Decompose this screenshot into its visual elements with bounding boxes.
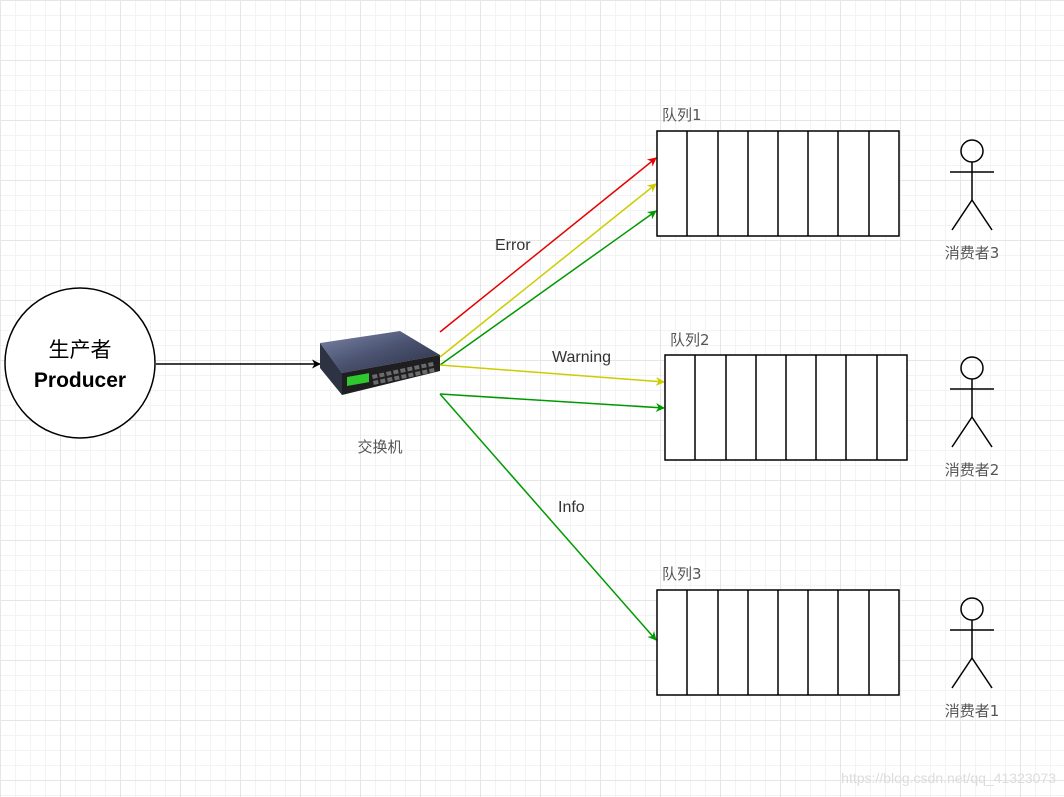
route-label-error: Error bbox=[495, 237, 531, 254]
watermark: https://blog.csdn.net/qq_41323073 bbox=[841, 770, 1056, 786]
routing-arrows bbox=[440, 158, 664, 640]
producer-circle bbox=[5, 288, 155, 438]
consumer-1: 消费者1 bbox=[945, 598, 1000, 720]
route-label-warning: Warning bbox=[552, 349, 611, 366]
queue-1-label: 队列1 bbox=[662, 106, 702, 124]
queue-1: 队列1 bbox=[657, 106, 899, 236]
arrow-info-to-queue1 bbox=[440, 211, 656, 365]
arrow-info-to-queue3 bbox=[440, 394, 656, 640]
consumer-3-figure-icon bbox=[950, 140, 994, 230]
consumer-1-figure-icon bbox=[950, 598, 994, 688]
arrow-warning-to-queue1 bbox=[440, 184, 656, 357]
route-label-info: Info bbox=[558, 499, 585, 516]
exchange-switch: 交换机 bbox=[320, 331, 440, 456]
consumer-1-label: 消费者1 bbox=[945, 702, 1000, 720]
queue-2-label: 队列2 bbox=[670, 331, 710, 349]
queue-3-label: 队列3 bbox=[662, 565, 702, 583]
queue-3: 队列3 bbox=[657, 565, 899, 695]
consumer-2: 消费者2 bbox=[945, 357, 1000, 479]
consumer-2-figure-icon bbox=[950, 357, 994, 447]
consumer-2-label: 消费者2 bbox=[945, 461, 1000, 479]
arrow-error-to-queue1 bbox=[440, 158, 656, 332]
producer-node: 生产者 Producer bbox=[5, 288, 155, 438]
consumer-3-label: 消费者3 bbox=[945, 244, 1000, 262]
arrow-info-to-queue2 bbox=[440, 394, 664, 408]
queue-2: 队列2 bbox=[665, 331, 907, 460]
exchange-label: 交换机 bbox=[357, 438, 402, 456]
producer-title-cn: 生产者 bbox=[49, 338, 112, 362]
producer-title-en: Producer bbox=[34, 369, 126, 392]
consumer-3: 消费者3 bbox=[945, 140, 1000, 262]
arrow-warning-to-queue2 bbox=[440, 365, 664, 382]
